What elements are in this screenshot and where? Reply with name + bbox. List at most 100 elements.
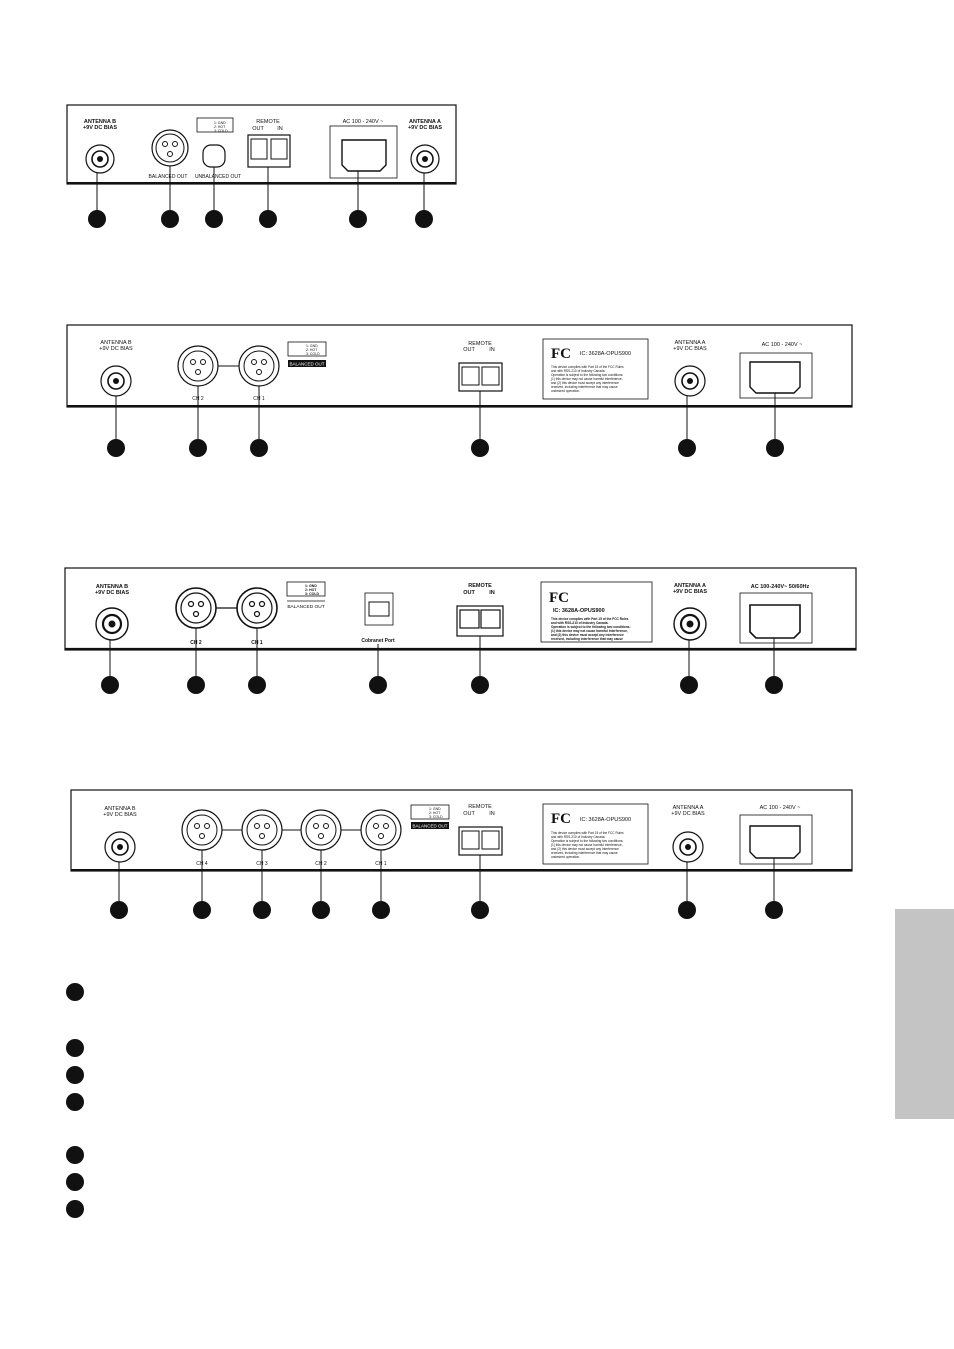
p2-ac-label: AC 100 - 240V ~ [762,342,803,348]
p3-antenna-b-connector[interactable] [95,607,129,641]
p4-callout-marker [765,901,783,919]
rear-panel-2-drawing: ANTENNA B +9V DC BIAS CH 2 CH 1 1: GND 2… [66,324,853,457]
p2-callout-marker [471,439,489,457]
p4-pin-1: 1: GND [429,807,441,811]
p4-xlr-ch4[interactable] [181,809,223,851]
p3-pin-3: 3: COLD [305,592,319,596]
p4-xlr-ch1[interactable] [360,809,402,851]
p2-remote-in-label: IN [489,347,495,353]
p4-fcc-logo: FC [551,811,571,827]
p3-ac-inlet[interactable] [749,604,801,639]
rear-panel-1-drawing: ANTENNA B +9V DC BIAS 1: GND 2: HOT 3: C… [66,104,457,228]
p3-callout-marker [248,676,266,694]
p3-antenna-a-line2: +9V DC BIAS [673,589,707,595]
p3-xlr-ch2[interactable] [175,587,217,629]
p4-remote-label: REMOTE [468,804,492,810]
p3-cobranet-port[interactable] [364,592,394,626]
p4-pin-3: 3: COLD [429,815,443,819]
p2-pin-3: 3: COLD [306,352,320,356]
p4-remote-in-label: IN [489,811,495,817]
p3-callout-marker [101,676,119,694]
p4-antenna-a-line1: ANTENNA A [673,805,704,811]
p2-pin-1: 1: GND [306,344,318,348]
legend-marker [66,1066,84,1084]
p3-cobranet-label: Cobranet Port [361,638,395,644]
p4-remote-ports[interactable] [458,826,503,856]
legend-marker [66,1093,84,1111]
p2-antenna-a-line2: +9V DC BIAS [673,346,707,352]
p4-antenna-a-connector[interactable] [672,831,704,863]
p2-callout-marker [107,439,125,457]
p2-fcc-text: received, including interference that ma… [551,385,618,389]
p2-callout-marker [766,439,784,457]
p4-antenna-a-line2: +9V DC BIAS [671,811,705,817]
p4-fcc-text: Operation is subject to the following tw… [551,839,623,843]
p3-fcc-label: FC IC: 3628A-OPUS900 This device complie… [540,581,653,643]
p4-antenna-b-connector[interactable] [104,831,136,863]
p2-fcc-label: FC IC: 3628A-OPUS900 This device complie… [542,338,649,400]
p1-callout-marker [259,210,277,228]
p1-antenna-b-connector[interactable] [85,144,115,174]
p3-balanced-out-label: BALANCED OUT [287,604,324,610]
rear-panel-3: ANTENNA B +9V DC BIAS CH 2 CH 1 1: GND 2… [0,560,954,710]
p1-antenna-a-connector[interactable] [410,144,440,174]
p4-remote-out-label: OUT [463,811,475,817]
rear-panel-2: ANTENNA B +9V DC BIAS CH 2 CH 1 1: GND 2… [0,315,954,465]
p2-xlr-ch2[interactable] [177,345,219,387]
p3-callout-marker [369,676,387,694]
side-tab [895,909,954,1119]
p1-pin-2: 2: HOT [214,125,226,129]
p3-callout-marker [471,676,489,694]
p4-callout-marker [678,901,696,919]
p4-balanced-out-label: BALANCED OUT [412,824,447,829]
p4-callout-marker [253,901,271,919]
p1-antenna-a-line1: ANTENNA A [409,119,441,125]
p3-pin-2: 2: HOT [305,588,317,592]
p4-fcc-text: received, including interference that ma… [551,851,618,855]
p3-xlr-ch1[interactable] [236,587,278,629]
legend-marker [66,1173,84,1191]
p4-fcc-ic: IC: 3628A-OPUS900 [580,817,631,823]
p4-fcc-text: and with RSS-210 of Industry Canada. [551,835,606,839]
p4-xlr-ch2[interactable] [300,809,342,851]
p1-callout-marker [415,210,433,228]
p3-fcc-ic: IC: 3628A-OPUS900 [553,608,605,614]
p2-remote-label: REMOTE [468,341,492,347]
p2-fcc-text: undesired operation. [551,389,580,393]
p1-remote-in-label: IN [277,126,283,132]
p1-ac-inlet[interactable] [341,139,387,172]
p1-balanced-out-label: BALANCED OUT [149,174,188,180]
rear-panel-4-drawing: ANTENNA B +9V DC BIAS CH 4 CH 3 CH 2 CH … [70,789,853,919]
p1-xlr-connector[interactable] [151,129,189,167]
p3-remote-in-label: IN [489,590,495,596]
p1-remote-ports[interactable] [247,134,291,168]
p3-fcc-logo: FC [549,590,569,606]
p4-ac-inlet[interactable] [749,825,801,859]
p1-pin-3: 3: COLD [214,129,228,133]
p4-antenna-b-line2: +9V DC BIAS [103,812,137,818]
p4-fcc-text: and (2) this device must accept any inte… [551,847,619,851]
legend-marker [66,1200,84,1218]
p2-remote-ports[interactable] [458,362,503,392]
p2-ac-inlet[interactable] [749,361,801,394]
p2-xlr-ch1[interactable] [238,345,280,387]
p4-xlr-ch3[interactable] [241,809,283,851]
p2-pin-2: 2: HOT [306,348,318,352]
rear-panel-3-drawing: ANTENNA B +9V DC BIAS CH 2 CH 1 1: GND 2… [64,567,857,694]
p2-antenna-b-connector[interactable] [100,365,132,397]
p4-ac-label: AC 100 - 240V ~ [760,805,801,811]
rear-panel-4: ANTENNA B +9V DC BIAS CH 4 CH 3 CH 2 CH … [0,780,954,930]
p2-antenna-a-connector[interactable] [674,365,706,397]
p1-callout-marker [88,210,106,228]
p1-ac-label: AC 100 - 240V ~ [343,119,384,125]
p3-fcc-text: Operation is subject to the following tw… [551,625,631,629]
p3-callout-marker [680,676,698,694]
p2-balanced-out-label: BALANCED OUT [289,362,324,367]
p3-antenna-a-connector[interactable] [673,607,707,641]
p1-unbalanced-jack[interactable] [202,144,226,168]
p3-remote-ports[interactable] [456,605,504,637]
p2-fcc-text: Operation is subject to the following tw… [551,373,623,377]
p4-fcc-text: undesired operation. [551,855,580,859]
p3-remote-out-label: OUT [463,590,475,596]
p3-antenna-b-line1: ANTENNA B [96,584,128,590]
